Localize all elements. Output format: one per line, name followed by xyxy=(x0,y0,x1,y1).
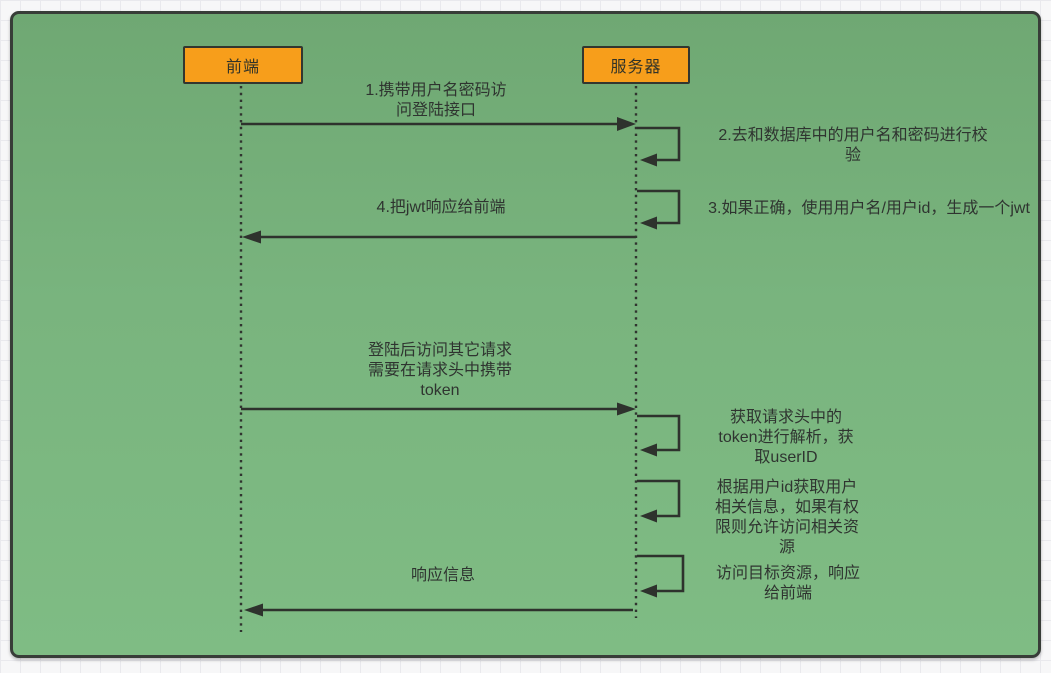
self-loop-2-label: 2.去和数据库中的用户名和密码进行校 验 xyxy=(718,127,988,164)
diagram-background-panel xyxy=(10,11,1041,658)
self-loop-8-label: 访问目标资源，响应 给前端 xyxy=(715,565,860,602)
message-5-label: 登陆后访问其它请求 需要在请求头中携带 token xyxy=(367,342,512,399)
actor-server-box: 服务器 xyxy=(582,46,690,84)
self-loop-6-label: 获取请求头中的 token进行解析，获 取userID xyxy=(718,409,854,466)
message-1-label: 1.携带用户名密码访 问登陆接口 xyxy=(365,82,507,119)
message-4-label: 4.把jwt响应给前端 xyxy=(376,199,506,216)
actor-frontend-box: 前端 xyxy=(183,46,303,84)
self-loop-7-label: 根据用户id获取用户 相关信息，如果有权 限则允许访问相关资 源 xyxy=(714,479,859,556)
actor-server-label: 服务器 xyxy=(610,59,662,76)
message-9-label: 响应信息 xyxy=(410,567,475,584)
self-loop-3-label: 3.如果正确，使用用户名/用户id，生成一个jwt xyxy=(708,200,1030,217)
actor-frontend-label: 前端 xyxy=(225,59,260,76)
